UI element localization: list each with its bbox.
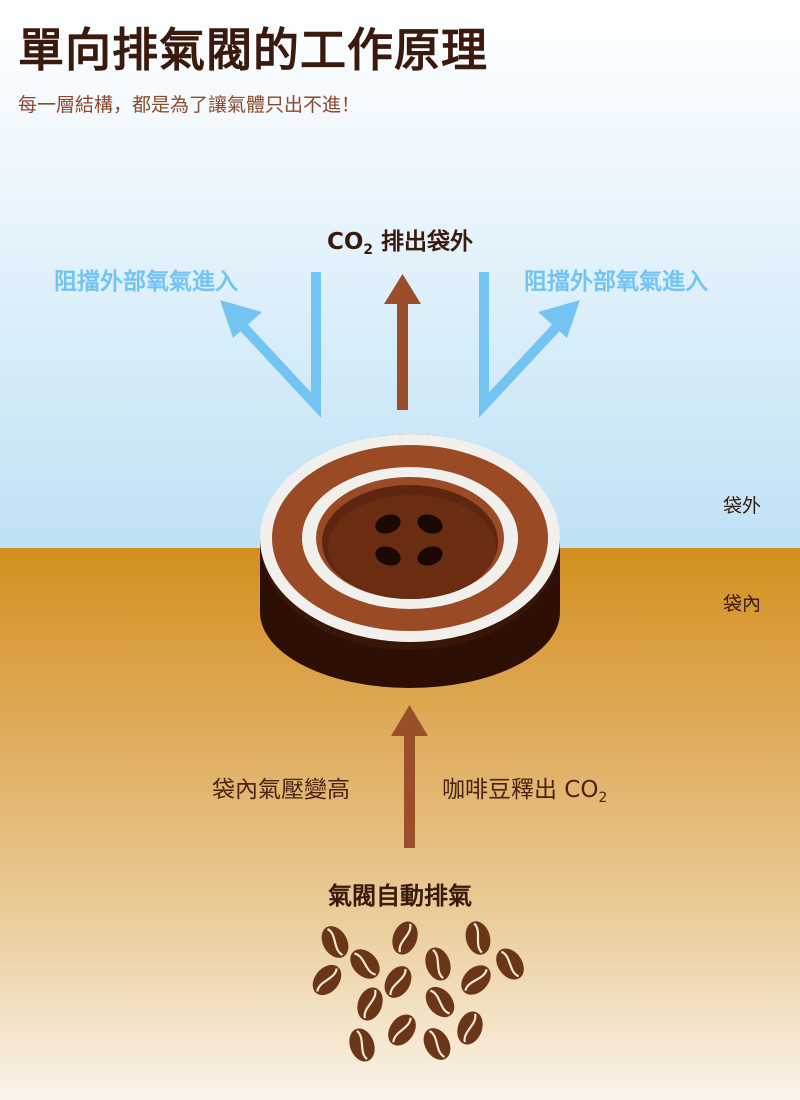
co2-out-label: CO2 排出袋外	[326, 229, 474, 258]
coffee-bean-icon	[388, 1014, 416, 1046]
coffee-bean-icon	[425, 947, 451, 981]
coffee-beans	[312, 921, 524, 1062]
block-oxygen-left-label: 阻擋外部氧氣進入	[54, 269, 238, 295]
coffee-bean-icon	[461, 965, 491, 995]
beans-release-label: 咖啡豆釋出 CO2	[442, 777, 608, 806]
block-oxygen-right-label: 阻擋外部氧氣進入	[524, 269, 708, 295]
outside-bag-label: 袋外	[723, 495, 762, 517]
coffee-bean-icon	[423, 1028, 451, 1060]
oxygen-arrow-left-icon	[220, 272, 321, 418]
coffee-bean-icon	[384, 966, 412, 998]
coffee-bean-icon	[392, 921, 418, 955]
page-title: 單向排氣閥的工作原理	[18, 23, 488, 77]
coffee-bean-icon	[457, 1011, 483, 1045]
co2-out-arrow-icon	[384, 274, 421, 410]
page-subtitle: 每一層結構，都是為了讓氣體只出不進！	[18, 94, 361, 116]
coffee-bean-icon	[465, 921, 491, 955]
pressure-up-label: 袋內氣壓變高	[212, 777, 350, 803]
coffee-bean-icon	[349, 1028, 375, 1062]
coffee-bean-icon	[357, 987, 383, 1021]
coffee-bean-icon	[321, 926, 349, 958]
auto-vent-label: 氣閥自動排氣	[328, 882, 472, 910]
oxygen-arrow-right-icon	[479, 272, 580, 418]
inside-bag-label: 袋內	[723, 593, 762, 615]
valve-icon	[260, 434, 560, 688]
co2-rising-arrow-icon	[391, 705, 428, 848]
coffee-bean-icon	[496, 948, 524, 980]
coffee-bean-icon	[425, 986, 455, 1018]
coffee-bean-icon	[350, 949, 380, 979]
coffee-bean-icon	[312, 964, 342, 996]
